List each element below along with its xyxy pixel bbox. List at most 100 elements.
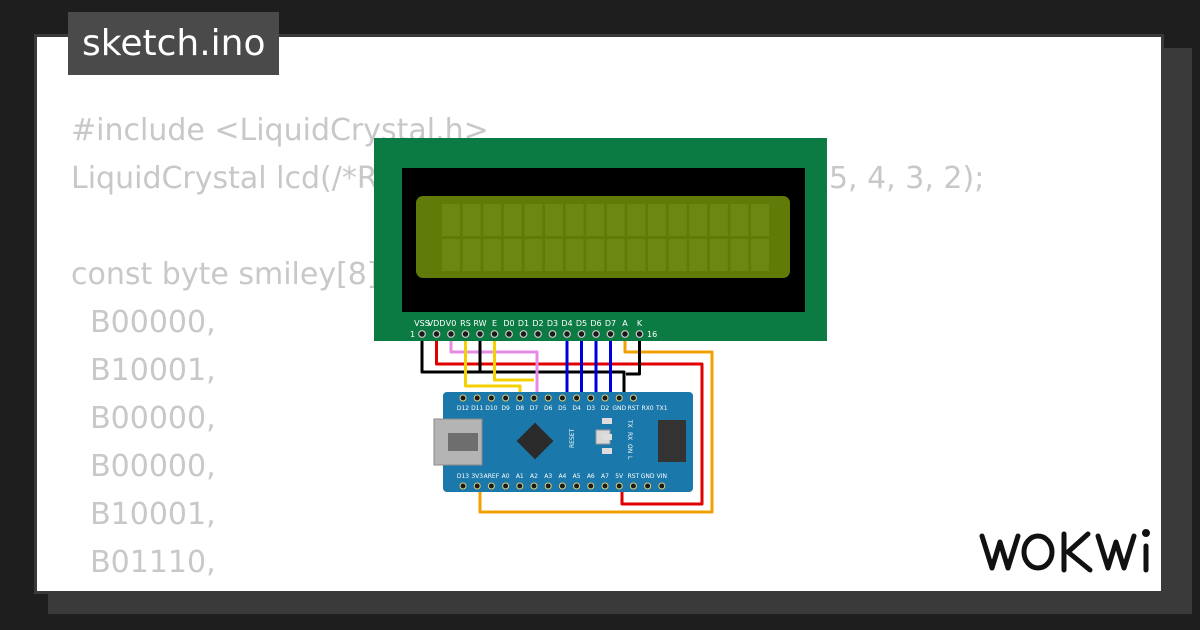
nano-pin[interactable]	[530, 482, 538, 490]
nano-pin[interactable]	[629, 394, 637, 402]
nano-pin-label: AREF	[484, 473, 500, 480]
code-line: B01110,	[71, 545, 216, 580]
nano-pin[interactable]	[558, 482, 566, 490]
lcd-pin[interactable]	[418, 330, 426, 338]
nano-pin[interactable]	[601, 482, 609, 490]
lcd-cell	[627, 239, 646, 271]
lcd-cell	[709, 239, 728, 271]
code-line: B00000	[71, 587, 984, 591]
wokwi-logo	[979, 529, 1150, 573]
nano-pin[interactable]	[502, 394, 510, 402]
nano-pin[interactable]	[516, 482, 524, 490]
lcd-pin-label: VSS	[414, 319, 430, 328]
nano-pin[interactable]	[587, 482, 595, 490]
nano-pin-label: D5	[558, 405, 567, 412]
lcd-pin-label: D5	[576, 319, 587, 328]
nano-pin-label: GND	[612, 405, 626, 412]
lcd-pin-label: D2	[532, 319, 543, 328]
nano-pin[interactable]	[459, 394, 467, 402]
lcd-pin[interactable]	[577, 330, 586, 338]
lcd-pin[interactable]	[490, 330, 499, 338]
lcd-cell	[751, 239, 769, 271]
lcd-pin[interactable]	[592, 330, 600, 338]
nano-pin[interactable]	[615, 394, 623, 402]
lcd-pin[interactable]	[519, 330, 528, 338]
nano-pin[interactable]	[530, 394, 538, 402]
nano-pin-label: RST	[628, 473, 640, 480]
nano-pin[interactable]	[502, 482, 510, 490]
lcd-cell	[503, 204, 522, 236]
lcd-cell	[462, 204, 481, 236]
nano-pin[interactable]	[487, 394, 495, 402]
nano-pin[interactable]	[658, 482, 666, 490]
wire[interactable]	[493, 334, 535, 382]
nano-pin[interactable]	[487, 482, 495, 490]
lcd-cell	[524, 239, 543, 271]
nano-pin[interactable]	[573, 394, 581, 402]
lcd-pin-label: D1	[518, 319, 529, 328]
lcd-pin[interactable]	[606, 330, 615, 338]
nano-pin-label: D7	[530, 405, 539, 412]
nano-pin[interactable]	[587, 394, 595, 402]
nano-pin-label: 5V	[615, 473, 624, 480]
file-tab[interactable]: sketch.ino	[68, 12, 280, 75]
lcd-pin-label: D0	[503, 319, 514, 328]
lcd-pin[interactable]	[548, 330, 557, 338]
lcd-pin-label: RS	[460, 319, 471, 328]
lcd-pin[interactable]	[447, 330, 455, 338]
lcd-pin-label: D4	[561, 319, 572, 328]
wire[interactable]	[464, 334, 522, 398]
lcd-cell	[730, 239, 749, 271]
lcd-cell	[606, 204, 625, 236]
nano-board	[443, 392, 693, 492]
status-leds	[602, 418, 612, 454]
usb-connector	[433, 418, 483, 466]
nano-pin[interactable]	[459, 482, 467, 490]
nano-pin[interactable]	[544, 394, 552, 402]
nano-pin[interactable]	[629, 482, 637, 490]
lcd-pin-label: K	[637, 319, 643, 328]
nano-pin-label: A1	[516, 473, 524, 480]
nano-pin-label: D9	[501, 405, 510, 412]
nano-pin[interactable]	[601, 394, 609, 402]
lcd-cell	[627, 204, 646, 236]
led-label: ON	[626, 444, 633, 453]
nano-pin-label: GND	[641, 473, 655, 480]
wire[interactable]	[420, 334, 626, 398]
lcd-pin-label: A	[622, 319, 628, 328]
lcd-pin[interactable]	[432, 330, 441, 338]
lcd-pin[interactable]	[563, 330, 571, 338]
lcd-pin[interactable]	[476, 330, 484, 338]
nano-pin-label: A0	[502, 473, 510, 480]
wire[interactable]	[435, 334, 704, 506]
wire[interactable]	[478, 334, 714, 514]
nano-pin-label: D3	[587, 405, 596, 412]
lcd-cell	[442, 204, 460, 236]
nano-pin[interactable]	[558, 394, 566, 402]
nano-pin[interactable]	[644, 482, 652, 490]
lcd-pin-last-label: 16	[647, 330, 657, 339]
wire[interactable]	[626, 334, 641, 376]
lcd-pin[interactable]	[461, 330, 470, 338]
nano-pin[interactable]	[473, 394, 481, 402]
nano-pin-label: A5	[573, 473, 581, 480]
lcd-cell	[545, 204, 563, 236]
nano-pin[interactable]	[615, 482, 623, 490]
nano-pin[interactable]	[544, 482, 552, 490]
lcd-pin[interactable]	[534, 330, 542, 338]
lcd-cell	[524, 204, 543, 236]
lcd-pin-label: VDD	[428, 319, 446, 328]
lcd-pin[interactable]	[621, 330, 629, 338]
nano-pin[interactable]	[516, 394, 524, 402]
lcd-character-cells	[442, 204, 769, 271]
lcd-pin[interactable]	[635, 330, 644, 338]
lcd-cell	[689, 239, 708, 271]
nano-pin[interactable]	[473, 482, 481, 490]
nano-pin[interactable]	[573, 482, 581, 490]
lcd-pin[interactable]	[505, 330, 513, 338]
